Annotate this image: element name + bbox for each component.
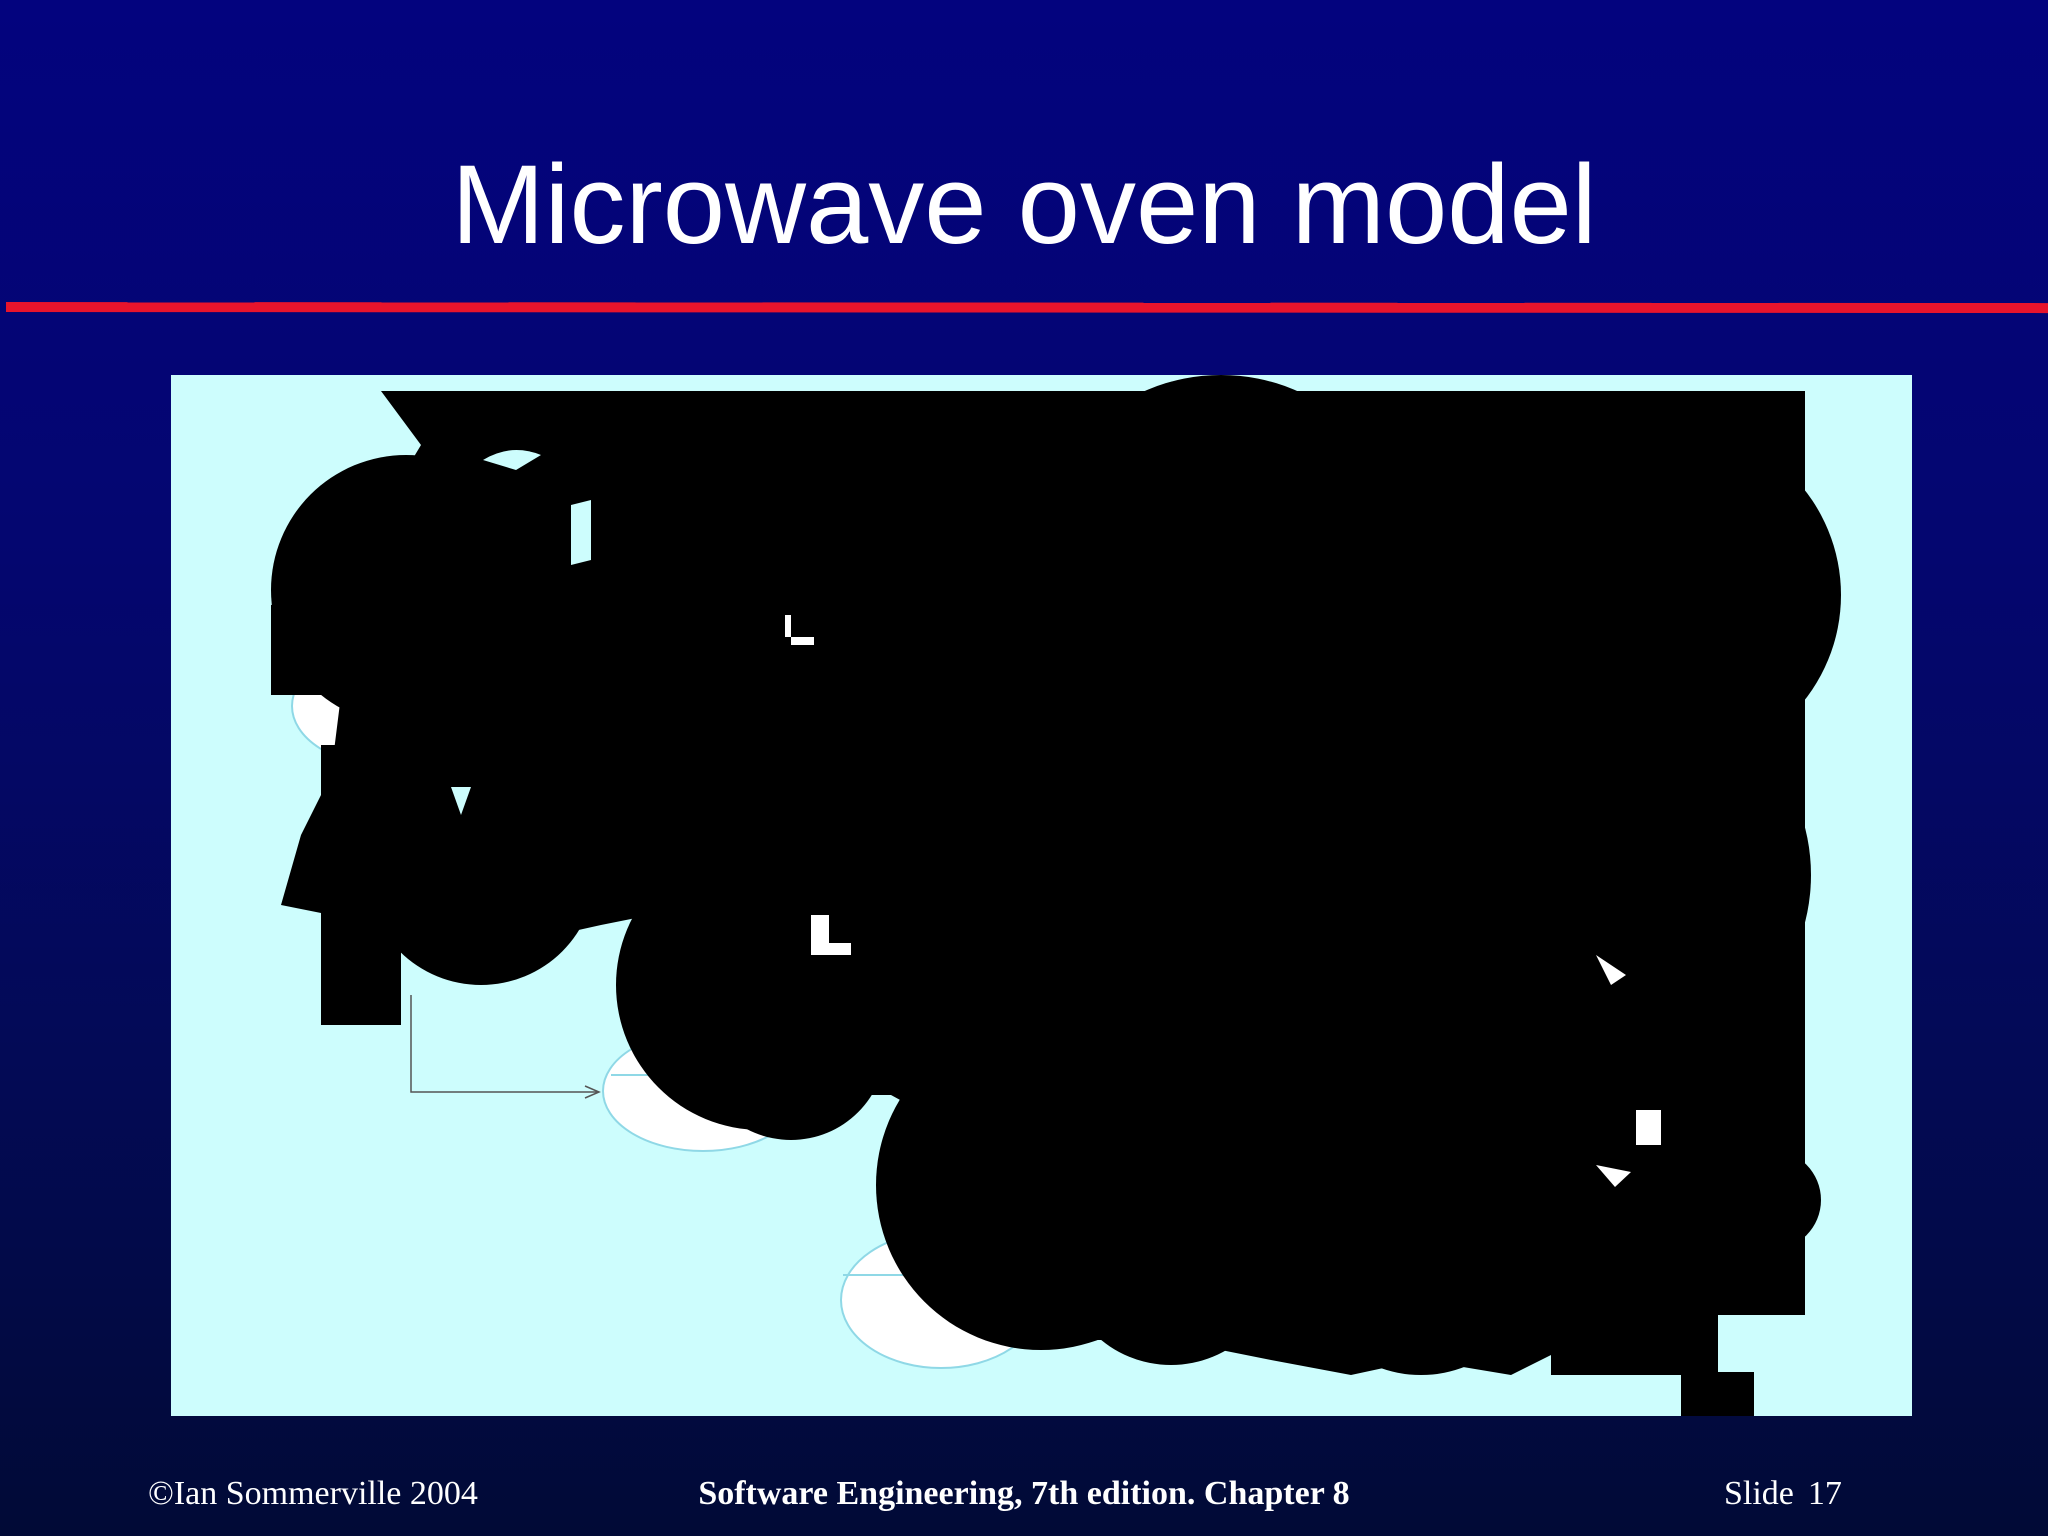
footer-copyright: ©Ian Sommerville 2004 — [148, 1475, 478, 1512]
state-diagram — [271, 375, 1841, 1416]
slide-number: 17 — [1807, 1475, 1842, 1512]
title-divider — [5, 302, 2048, 314]
slide-title: Microwave oven model — [451, 142, 1597, 267]
diagram-occlusion — [271, 375, 1841, 1416]
diagram-panel — [171, 375, 1912, 1416]
slide-label: Slide — [1724, 1475, 1794, 1512]
footer-book-title: Software Engineering, 7th edition. Chapt… — [698, 1475, 1350, 1512]
footer-slide-number: Slide 17 — [1724, 1474, 1842, 1514]
